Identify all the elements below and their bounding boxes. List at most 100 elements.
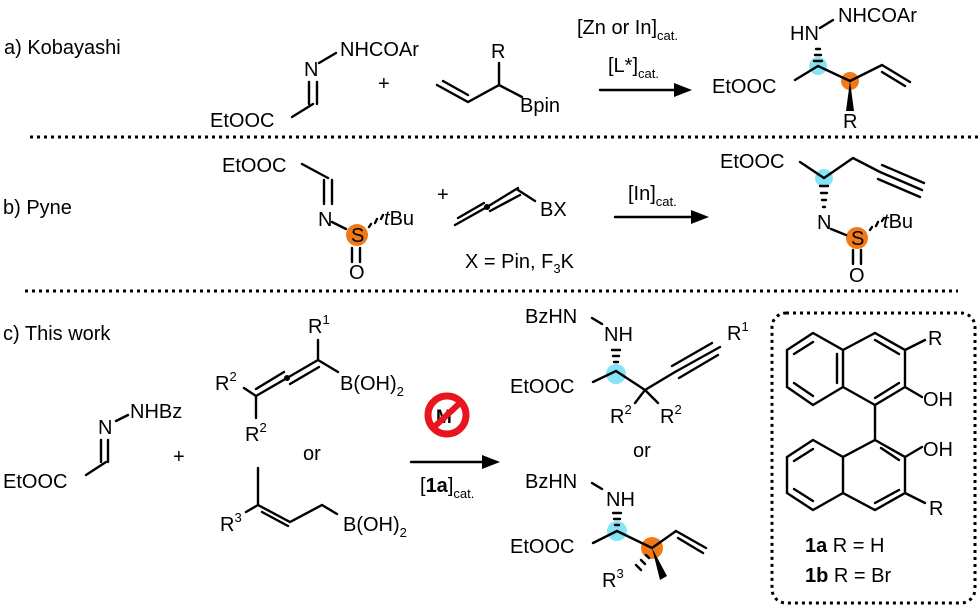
oh-top-label: OH — [923, 389, 953, 411]
t-italic: t — [883, 211, 890, 233]
ester-label: EtOOC — [720, 151, 784, 173]
catalyst-label: [In]cat. — [628, 183, 677, 209]
catalyst-id: 1b — [805, 565, 828, 587]
product-a: HN NHCOAr EtOOC R — [712, 5, 917, 133]
b-oh: B(OH) — [340, 373, 397, 395]
b-oh: B(OH) — [343, 514, 400, 536]
bx-label: BX — [540, 199, 567, 221]
r-bottom-label: R — [929, 498, 943, 520]
x-def-end: K — [561, 251, 575, 273]
prohibition-slash — [430, 399, 464, 431]
conditions-a: [Zn or In]cat. [L*]cat. — [577, 17, 692, 97]
plus-sign: + — [378, 73, 390, 95]
allene-dot — [284, 375, 290, 381]
stereocenter-highlight-cyan — [606, 364, 626, 384]
o-label: O — [349, 262, 365, 284]
section-c-label: c) This work — [3, 323, 111, 345]
superscript: 1 — [322, 312, 329, 327]
catalyst-1b-entry: 1b R = Br — [805, 565, 891, 587]
arrow-head — [482, 455, 500, 469]
subscript: 2 — [400, 525, 407, 540]
ester-label: EtOOC — [210, 110, 274, 132]
or-label: or — [303, 443, 321, 465]
r-label: R — [491, 41, 505, 63]
section-a: a) Kobayashi NHCOAr N EtOOC + R Bpin [Zn… — [4, 5, 917, 133]
hydrazone-reactant-c: NHBz N EtOOC — [3, 401, 182, 493]
tbu-label: tBu — [883, 211, 913, 233]
hashed-bonds — [611, 511, 651, 572]
r: R — [660, 406, 674, 428]
catalyst-1a-entry: 1a R = H — [805, 535, 885, 557]
r-top-label: R — [928, 328, 942, 350]
superscript: 2 — [624, 402, 631, 417]
r: R — [220, 514, 234, 536]
sulfinimine-reactant: EtOOC N S tBu O — [222, 155, 414, 284]
catalyst-label: [1a]cat. — [420, 475, 474, 501]
catalyst-definition: R = H — [827, 535, 884, 557]
stereocenter-highlight-orange — [346, 224, 368, 246]
bonds — [84, 413, 130, 477]
s-label: S — [851, 228, 864, 250]
cat-subscript: cat. — [638, 66, 659, 81]
lower-naphthol-bonds — [785, 438, 927, 512]
wedge-bond — [652, 548, 667, 580]
nhcoar-label: NHCOAr — [838, 5, 917, 27]
s-label: S — [351, 225, 364, 247]
section-c: c) This work NHBz N EtOOC + R1 R2 R2 B(O… — [3, 306, 977, 605]
boronic-acid-label: B(OH)2 — [340, 373, 404, 399]
r: R — [727, 323, 741, 345]
r2-top-label: R2 — [215, 369, 237, 395]
hashed-bond — [367, 213, 385, 229]
cat-subscript: cat. — [656, 194, 677, 209]
catalyst-label: [Zn or In]cat. — [577, 17, 678, 43]
arrow-head — [674, 83, 692, 97]
r2-left-label: R2 — [610, 402, 632, 428]
arrow-head — [691, 210, 709, 224]
product-c-alkene: BzHN NH EtOOC R3 — [510, 471, 708, 592]
hashed-bond — [812, 47, 824, 63]
product-c-alkyne: BzHN NH EtOOC R1 R2 R2 — [510, 306, 749, 428]
ester-label: EtOOC — [510, 536, 574, 558]
superscript: 2 — [229, 369, 236, 384]
wedge-bond — [846, 81, 854, 111]
hashed-bond — [868, 216, 886, 232]
bonds — [453, 186, 537, 227]
cat-subscript: cat. — [657, 28, 678, 43]
r3-label: R3 — [602, 566, 624, 592]
allylboronate-reactant: R Bpin — [435, 41, 560, 117]
r2-right-label: R2 — [660, 402, 682, 428]
n-label: N — [817, 212, 831, 234]
oh-bottom-label: OH — [923, 439, 953, 461]
r-label: R — [843, 111, 857, 133]
r: R — [308, 316, 322, 338]
n-label: N — [304, 59, 318, 81]
ester-label: EtOOC — [3, 471, 67, 493]
catalyst-box: R OH OH R 1a R = H 1b R = Br — [770, 311, 977, 605]
superscript: 2 — [674, 402, 681, 417]
r3-label: R3 — [220, 510, 242, 536]
bonds — [244, 466, 339, 528]
nhbz-label: NHBz — [130, 401, 182, 423]
cat-subscript: cat. — [453, 486, 474, 501]
ester-label: EtOOC — [510, 376, 574, 398]
bzhn-label: BzHN — [525, 471, 577, 493]
metal-catalyst: [Zn or In] — [577, 17, 657, 39]
hashed-bond — [610, 348, 622, 364]
bzhn-label: BzHN — [525, 306, 577, 328]
conditions-b: [In]cat. — [613, 183, 709, 224]
plus-sign: + — [437, 184, 449, 206]
product-b: EtOOC N S tBu O — [720, 151, 926, 287]
x-def-text: X = Pin, F — [465, 251, 553, 273]
r: R — [602, 570, 616, 592]
r1-label: R1 — [308, 312, 330, 338]
nh-label: NH — [604, 324, 633, 346]
section-b-label: b) Pyne — [3, 197, 72, 219]
prohibition-circle-icon — [424, 392, 470, 438]
bracket: [ — [420, 475, 426, 497]
superscript: 2 — [259, 420, 266, 435]
section-b: b) Pyne EtOOC N S tBu O + BX X = Pin, F3… — [3, 151, 926, 287]
nhcoar-label: NHCOAr — [340, 39, 419, 61]
bpin-label: Bpin — [520, 95, 560, 117]
dashed-box — [770, 311, 977, 605]
